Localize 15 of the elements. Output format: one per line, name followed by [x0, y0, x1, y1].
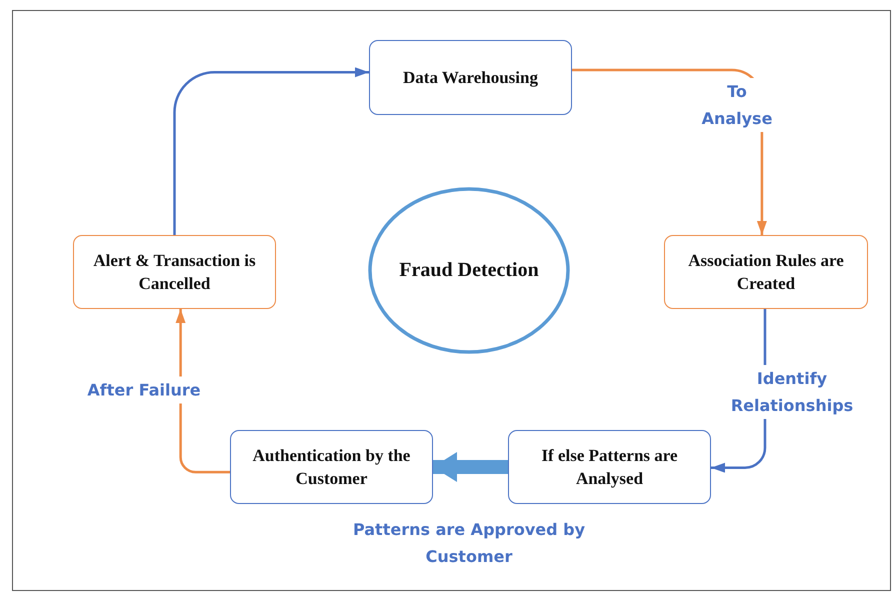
arrow	[176, 309, 230, 474]
process-box	[664, 235, 868, 309]
circle	[368, 187, 570, 354]
node-text: If else Patterns are Analysed	[540, 445, 679, 490]
process-box	[369, 40, 572, 115]
arrow	[173, 67, 369, 235]
process-box	[230, 430, 433, 504]
node-text: Association Rules are Created	[687, 250, 845, 295]
node-text: Fraud Detection	[398, 258, 540, 283]
node-text: Authentication by the Customer	[252, 445, 412, 490]
process-box	[508, 430, 711, 504]
process-box	[73, 235, 276, 309]
node-text: Data Warehousing	[402, 67, 539, 89]
block-arrow	[433, 452, 508, 482]
node-text: Alert & Transaction is Cancelled	[93, 250, 256, 295]
